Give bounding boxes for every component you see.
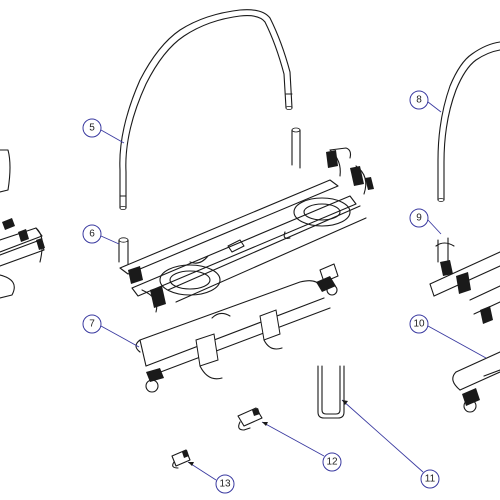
callout-9: 9 <box>409 208 442 235</box>
callout-13: 13 <box>187 461 235 494</box>
callout-6-label: 6 <box>89 229 95 240</box>
part-5-loop-frame <box>119 9 293 210</box>
callout-12: 12 <box>261 421 342 472</box>
callout-5: 5 <box>82 118 125 144</box>
callout-11: 11 <box>341 399 440 489</box>
part-6-cradle-frame <box>118 127 374 313</box>
part-7-base-frame <box>135 263 339 393</box>
callout-8: 8 <box>409 90 442 113</box>
callout-13-label: 13 <box>219 479 231 490</box>
callout-10-label: 10 <box>413 319 425 330</box>
callout-7: 7 <box>82 314 140 348</box>
callout-6: 6 <box>82 224 120 245</box>
left-partial-assembly <box>0 149 45 299</box>
part-9-10-right-assembly <box>429 237 500 413</box>
callout-10: 10 <box>409 314 487 359</box>
callout-12-label: 12 <box>326 457 338 468</box>
part-13-clip <box>171 449 191 469</box>
part-8-loop-frame <box>437 41 500 202</box>
callout-11-label: 11 <box>425 474 436 485</box>
callout-7-label: 7 <box>89 319 95 330</box>
part-11-u-bracket <box>317 365 345 419</box>
callout-9-label: 9 <box>416 213 422 224</box>
part-12-clip <box>237 407 263 431</box>
callout-8-label: 8 <box>416 95 422 106</box>
callout-5-label: 5 <box>89 123 95 134</box>
